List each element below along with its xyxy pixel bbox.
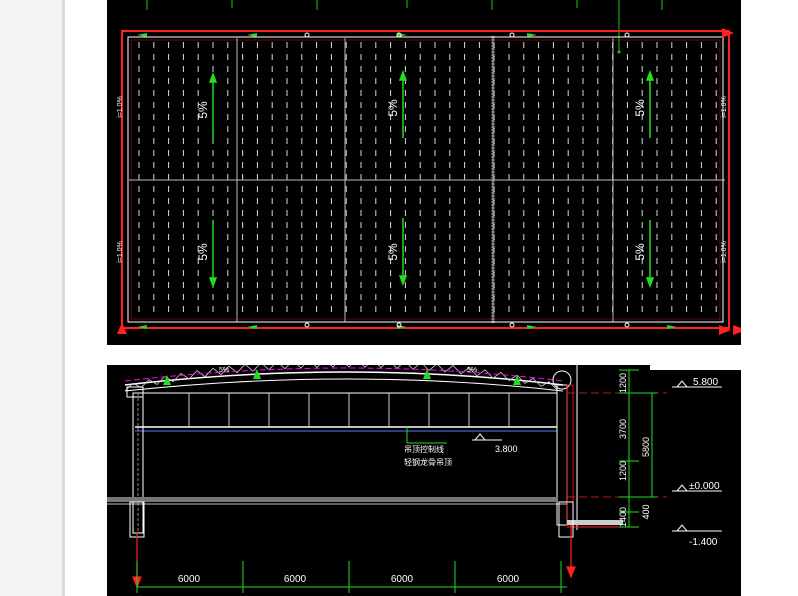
vertical-dimension-lines — [619, 369, 657, 528]
elevation-markers — [672, 380, 722, 532]
slope-label: 5% — [386, 99, 400, 117]
vertical-dimension: 3700 — [618, 419, 628, 439]
bay-dimension: 6000 — [497, 574, 520, 585]
ceiling-hangers — [188, 393, 510, 427]
slope-label: 5% — [196, 243, 210, 261]
ceiling-note-line2: 轻钢龙骨吊顶 — [404, 457, 452, 467]
roof-slope-label: 5% — [467, 367, 477, 374]
gutter-slope-label: i=1.0% — [721, 96, 728, 118]
bay-dimension: 6000 — [284, 574, 307, 585]
section-svg: 5% 5% 6000 — [107, 365, 741, 593]
vertical-dimension: 1400 — [618, 507, 628, 527]
top-dimension-ticks — [146, 0, 663, 52]
exterior-step — [567, 520, 623, 525]
roof-truss — [124, 365, 558, 392]
floor-slab — [107, 497, 557, 502]
gutter-slope-label: i=1.0% — [721, 241, 728, 263]
gutter-slope-label: i=1.0% — [117, 96, 124, 118]
roof-slope-label: 5% — [219, 367, 229, 374]
slope-label: 5% — [386, 243, 400, 261]
page-margin — [0, 0, 62, 596]
foundations — [129, 501, 574, 538]
roof-plan-svg: 5% 5% 5% 5% 5% 5% i=1.0% i=1.0% i=1.0% i… — [117, 0, 741, 335]
slope-arrows — [208, 69, 655, 289]
bay-dimension: 6000 — [391, 574, 414, 585]
ceiling-elevation: 3.800 — [495, 444, 518, 454]
roof-outline-white — [127, 36, 724, 323]
page-edge-shadow — [62, 0, 65, 596]
ceiling-note-line1: 吊顶控制线 — [404, 444, 444, 454]
slope-label: 5% — [633, 243, 647, 261]
roof-outline-red — [121, 30, 730, 329]
gutter-arrows — [137, 33, 677, 329]
vertical-dimension: 1200 — [618, 373, 628, 393]
elevation-label: 5.800 — [693, 377, 718, 388]
roof-arch — [124, 371, 564, 386]
slope-label: 5% — [633, 99, 647, 117]
bay-dimension: 6000 — [178, 574, 201, 585]
structural-grid — [129, 38, 725, 322]
vertical-dimension: 5800 — [641, 437, 651, 457]
slope-label: 5% — [196, 101, 210, 119]
elevation-label: -1.400 — [689, 537, 718, 548]
corner-arrows — [117, 28, 741, 335]
building-section-drawing: 5% 5% 6000 — [107, 365, 741, 596]
vertical-dimension: 400 — [641, 504, 651, 519]
gutter-slope-label: i=1.0% — [117, 241, 124, 263]
vertical-dimension: 1200 — [618, 461, 628, 481]
elevation-label: ±0.000 — [689, 481, 720, 492]
roof-plan-drawing: 5% 5% 5% 5% 5% 5% i=1.0% i=1.0% i=1.0% i… — [107, 0, 741, 345]
